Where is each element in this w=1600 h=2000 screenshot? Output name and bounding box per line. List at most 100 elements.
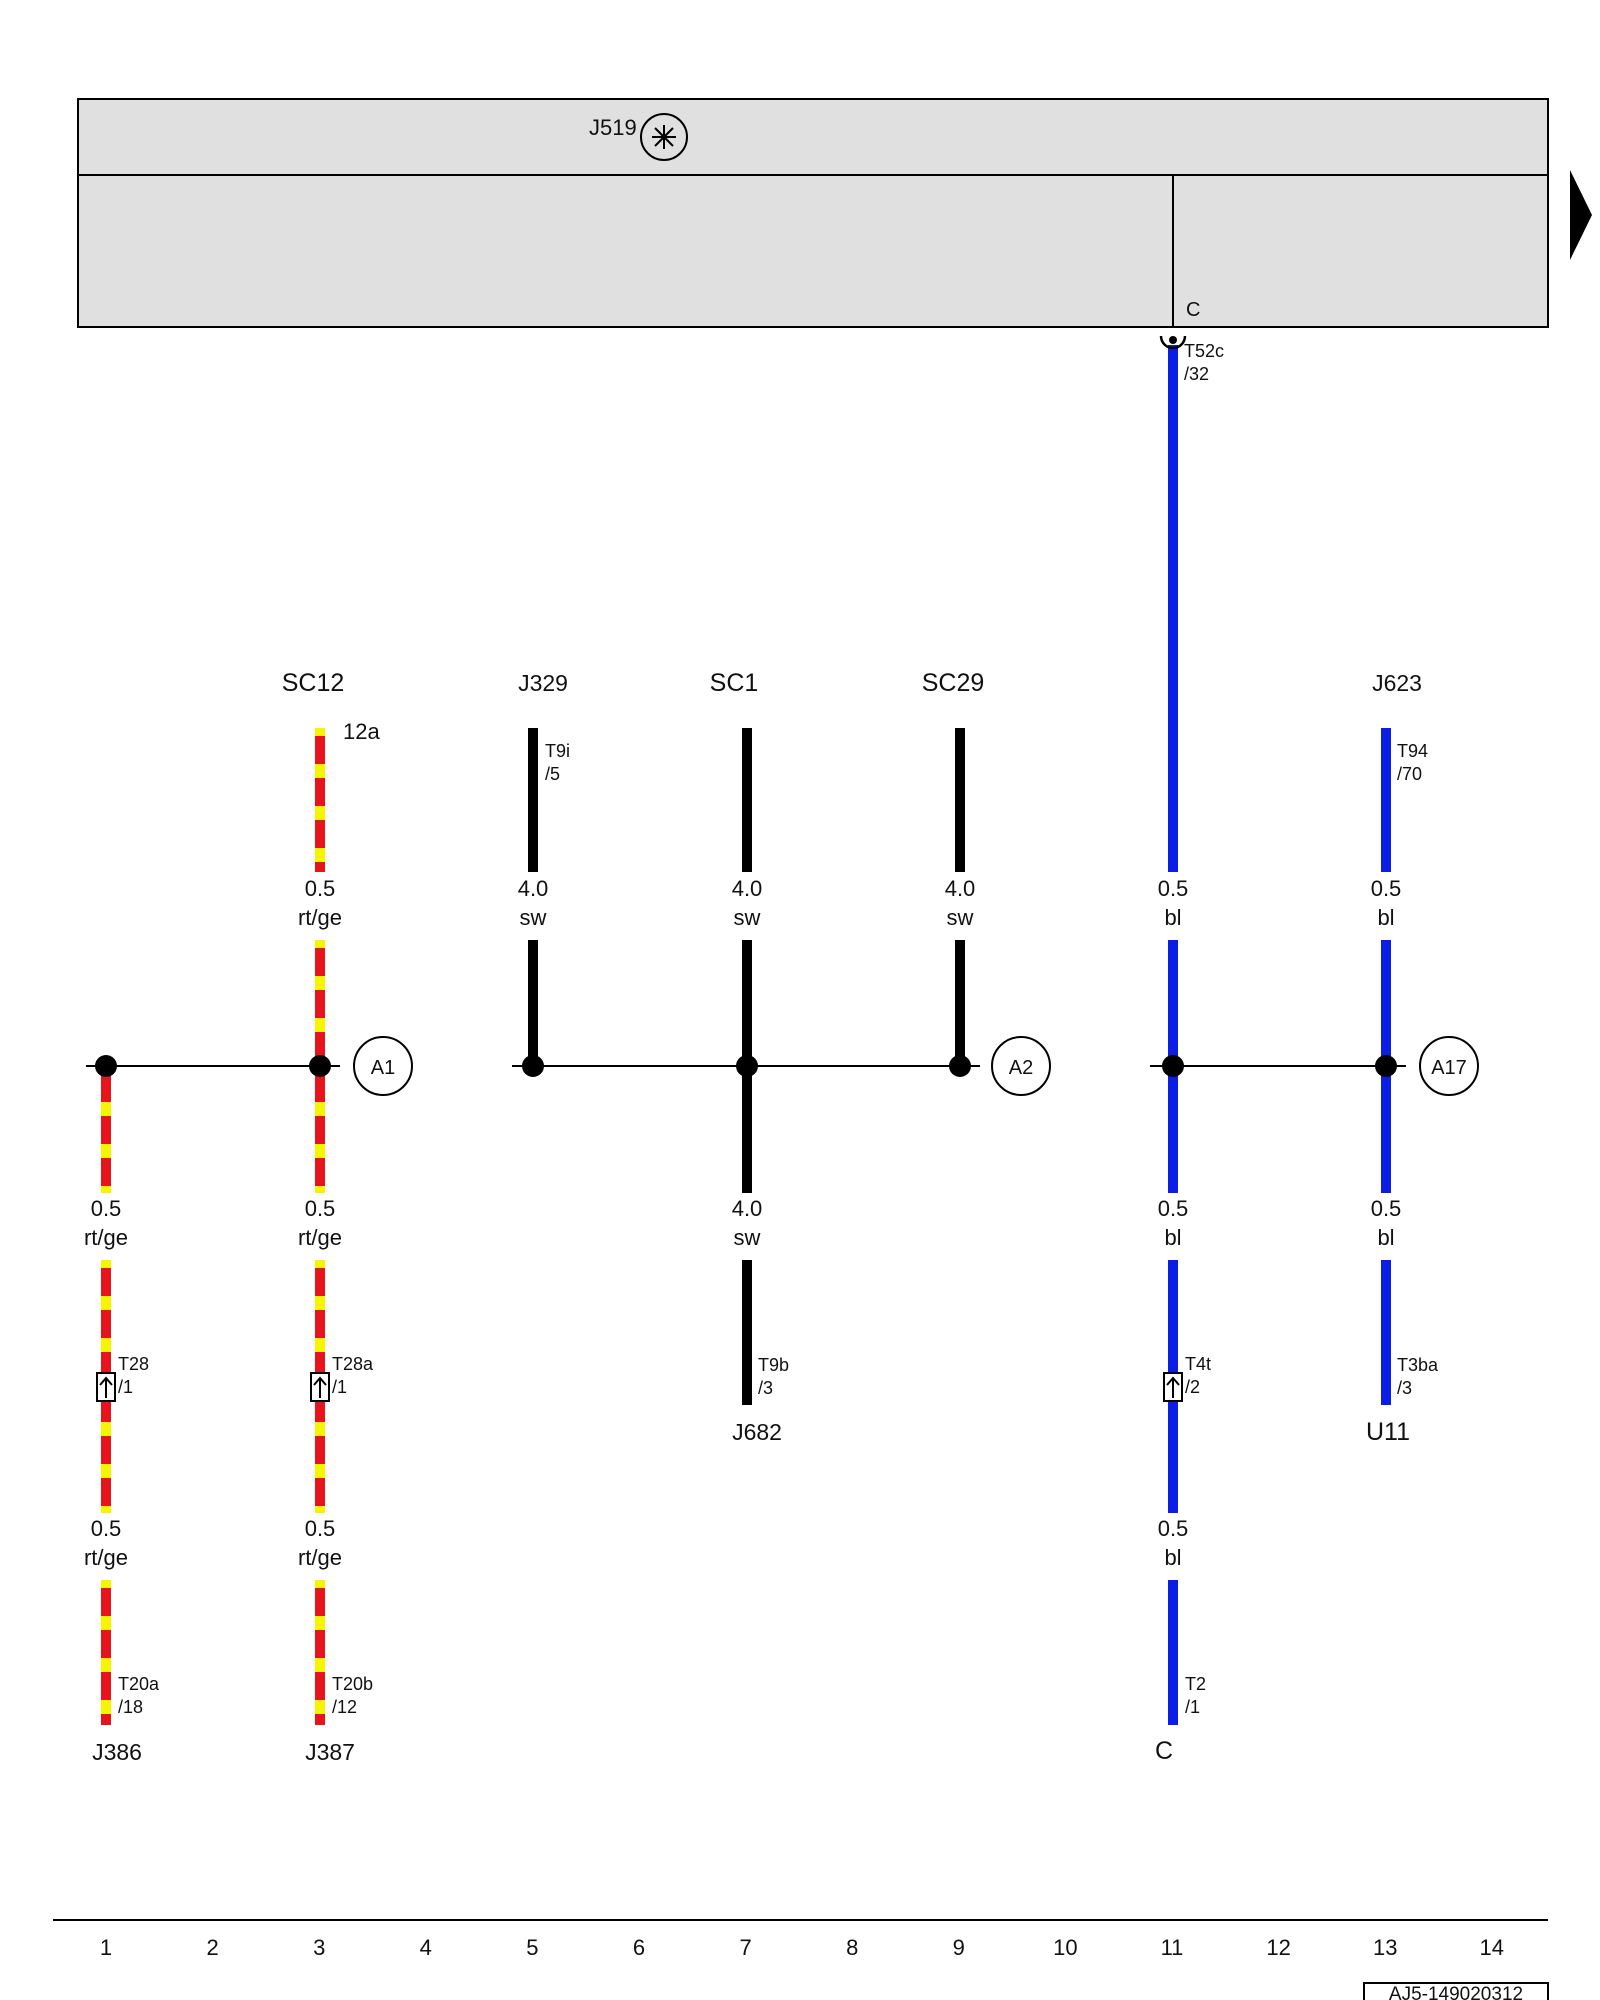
wire-size: 4.0 [518, 876, 549, 901]
inline-connector-icon [310, 1372, 330, 1402]
wire-color: sw [734, 905, 761, 930]
junction-a1: A1 [353, 1036, 413, 1096]
wire-color: rt/ge [298, 905, 342, 930]
wire-color: rt/ge [84, 1545, 128, 1570]
splice-dot [1162, 1055, 1184, 1077]
component-label: C [1155, 1737, 1173, 1765]
connector-label: T94 [1397, 741, 1428, 761]
connector-label: /2 [1185, 1377, 1200, 1397]
connector-label: /5 [545, 764, 560, 784]
connector-label: T9b [758, 1355, 789, 1375]
splice-dot [522, 1055, 544, 1077]
junction-a2: A2 [991, 1036, 1051, 1096]
connector-label: /18 [118, 1697, 143, 1717]
splice-dot [309, 1055, 331, 1077]
connector-label: T28a [332, 1354, 374, 1374]
connector-pin-dot [1169, 336, 1177, 344]
component-label: SC29 [922, 669, 985, 697]
inline-connector-icon [1163, 1372, 1183, 1402]
component-label: J386 [92, 1739, 142, 1765]
component-label: SC12 [282, 669, 345, 697]
wire-size: 0.5 [305, 876, 336, 901]
connector-label: T20a [118, 1674, 160, 1694]
connector-socket-icon [1159, 335, 1187, 350]
component-label: J329 [518, 670, 568, 696]
splice-dot [736, 1055, 758, 1077]
connector-label: T28 [118, 1354, 149, 1374]
module-label: J519 [589, 115, 637, 140]
wire-color: bl [1164, 905, 1181, 930]
component-label: J387 [305, 1739, 355, 1765]
wire-color: sw [520, 905, 547, 930]
grid-number: 4 [420, 1935, 432, 1960]
wire-size: 0.5 [1371, 1196, 1402, 1221]
connector-label: T3ba [1397, 1355, 1439, 1375]
wire-size: 0.5 [91, 1196, 122, 1221]
continue-arrow-icon [1570, 170, 1592, 260]
grid-number: 12 [1266, 1935, 1290, 1960]
wire-color: bl [1164, 1225, 1181, 1250]
wire-size: 4.0 [732, 1196, 763, 1221]
connector-label: /1 [1185, 1697, 1200, 1717]
svg-text:A1: A1 [371, 1057, 395, 1079]
connector-label: /32 [1184, 364, 1209, 384]
wires-layer [101, 345, 1391, 1725]
wire-color: bl [1164, 1545, 1181, 1570]
grid-number: 5 [526, 1935, 538, 1960]
wire-color: rt/ge [84, 1225, 128, 1250]
wire-color: bl [1377, 1225, 1394, 1250]
splice-dot [95, 1055, 117, 1077]
grid-number: 7 [739, 1935, 751, 1960]
connector-label: T20b [332, 1674, 373, 1694]
grid-number: 1 [100, 1935, 112, 1960]
module-box [77, 98, 1549, 328]
svg-text:A17: A17 [1431, 1057, 1467, 1079]
grid-number: 3 [313, 1935, 325, 1960]
wire-color: rt/ge [298, 1225, 342, 1250]
inline-connector-icon [96, 1372, 116, 1402]
grid-number: 14 [1480, 1935, 1504, 1960]
fuse-pin-label: 12a [343, 719, 380, 744]
doc-code: AJ5-149020312 [1389, 1984, 1523, 2000]
wire-color: bl [1377, 905, 1394, 930]
wire-color: sw [734, 1225, 761, 1250]
grid-number: 11 [1161, 1935, 1184, 1960]
wire-size: 0.5 [1158, 1516, 1189, 1541]
connector-label: T4t [1185, 1354, 1211, 1374]
connector-label: T9i [545, 741, 570, 761]
connector-label: /3 [758, 1378, 773, 1398]
component-label: U11 [1366, 1418, 1410, 1446]
wire-size: 0.5 [305, 1196, 336, 1221]
connector-label: /1 [118, 1377, 133, 1397]
grid-number: 8 [846, 1935, 858, 1960]
doc-code-box [1363, 1982, 1549, 2000]
connector-label: /1 [332, 1377, 347, 1397]
wire-size: 0.5 [91, 1516, 122, 1541]
component-label: J682 [732, 1419, 782, 1445]
wire-size: 0.5 [1158, 876, 1189, 901]
junction-a17: A17 [1419, 1036, 1479, 1096]
splice-dot [1375, 1055, 1397, 1077]
wire-color: rt/ge [298, 1545, 342, 1570]
grid-number: 10 [1053, 1935, 1077, 1960]
grid-number: 13 [1373, 1935, 1397, 1960]
connector-label: /3 [1397, 1378, 1412, 1398]
wire-size: 0.5 [1371, 876, 1402, 901]
connector-label: /12 [332, 1697, 357, 1717]
connector-label: T2 [1185, 1674, 1206, 1694]
grid-number: 9 [953, 1935, 965, 1960]
svg-text:A2: A2 [1009, 1057, 1033, 1079]
wire-size: 0.5 [305, 1516, 336, 1541]
wire-color: sw [947, 905, 974, 930]
wire-size: 0.5 [1158, 1196, 1189, 1221]
relay-icon [640, 113, 688, 161]
grid-number: 2 [206, 1935, 218, 1960]
connector-label: /70 [1397, 764, 1422, 784]
wire-size: 4.0 [945, 876, 976, 901]
grid-number: 6 [633, 1935, 645, 1960]
component-label: SC1 [710, 669, 759, 697]
component-label: J623 [1372, 670, 1422, 696]
wire-size: 4.0 [732, 876, 763, 901]
module-pin-label: C [1186, 299, 1200, 321]
